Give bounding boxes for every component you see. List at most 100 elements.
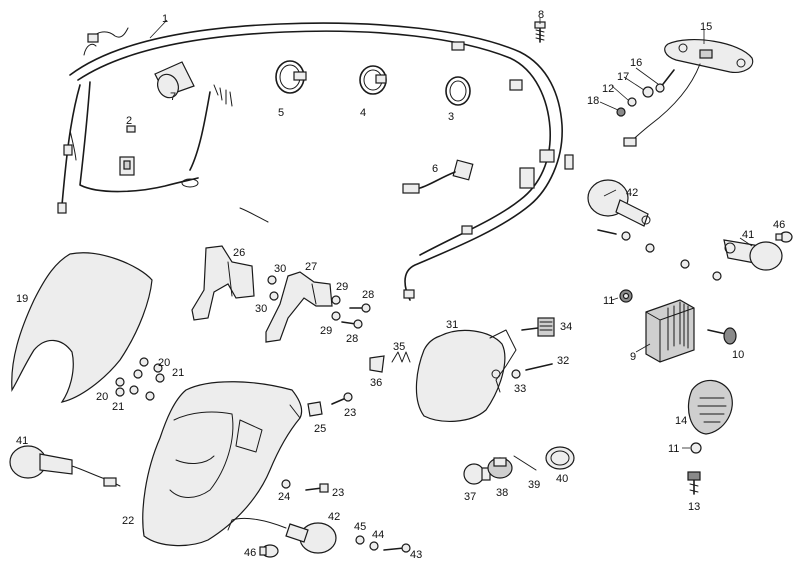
label-28-upper: 28 (362, 289, 374, 301)
part-29-washer-a (331, 295, 341, 305)
label-41-front: 41 (16, 435, 28, 447)
label-11-lower: 11 (668, 443, 679, 455)
label-23-lower: 23 (332, 487, 344, 499)
leader-lines (149, 18, 753, 449)
part-18-nut (616, 107, 626, 117)
label-18: 18 (587, 95, 599, 107)
label-21-lower: 21 (112, 401, 124, 413)
label-36: 36 (370, 377, 382, 389)
part-26-bracket (191, 245, 255, 321)
label-2: 2 (126, 115, 132, 127)
part-34-adjuster (521, 317, 555, 337)
part-39-cable (513, 455, 537, 471)
part-30-washer-b (269, 291, 279, 301)
label-19: 19 (16, 293, 28, 305)
plate-light-connector (623, 137, 637, 147)
part-38-bulb-holder (487, 457, 513, 479)
label-31: 31 (446, 319, 458, 331)
part-22-front-fairing (142, 381, 303, 547)
part-43-screw (383, 543, 411, 553)
part-10-screw (707, 327, 737, 345)
part-8-screw (534, 21, 546, 43)
part-37-bulb (463, 463, 491, 485)
label-30-upper: 30 (274, 263, 286, 275)
label-24: 24 (278, 491, 290, 503)
label-29-upper: 29 (336, 281, 348, 293)
label-39: 39 (528, 479, 540, 491)
label-30-lower: 30 (255, 303, 267, 315)
part-7-sleeve (154, 61, 195, 99)
part-23-screw-a (331, 392, 353, 405)
part-28-screw-b (341, 319, 363, 329)
part-41-turn-signal-front (9, 445, 121, 487)
parts-20-21-washers (115, 357, 165, 401)
part-40-cap (545, 446, 575, 470)
label-41-rear: 41 (742, 229, 754, 241)
label-29-lower: 29 (320, 325, 332, 337)
label-45: 45 (354, 521, 366, 533)
label-27: 27 (305, 261, 317, 273)
label-32: 32 (557, 355, 569, 367)
label-46-rear: 46 (773, 219, 785, 231)
part-1-wiring-harness (57, 22, 574, 301)
label-43: 43 (410, 549, 422, 561)
part-4-clamp (359, 65, 387, 95)
turn-signal-fasteners (597, 229, 722, 281)
part-30-washer-a (267, 275, 277, 285)
label-33: 33 (514, 383, 526, 395)
part-44-washer (369, 541, 379, 551)
label-3: 3 (448, 111, 454, 123)
part-17-washer (642, 86, 654, 98)
part-2-connector (126, 125, 136, 133)
label-26: 26 (233, 247, 245, 259)
label-37: 37 (464, 491, 476, 503)
part-46-bulb-front (259, 544, 279, 558)
part-33-washer (511, 369, 521, 379)
label-20-lower: 20 (96, 391, 108, 403)
label-17: 17 (617, 71, 629, 83)
part-32-screw (525, 363, 553, 371)
part-24-washer (281, 479, 291, 489)
label-35: 35 (393, 341, 405, 353)
label-4: 4 (360, 107, 366, 119)
label-1: 1 (162, 13, 168, 25)
part-3-clamp (445, 76, 471, 106)
label-28-lower: 28 (346, 333, 358, 345)
label-15: 15 (700, 21, 712, 33)
label-22: 22 (122, 515, 134, 527)
label-8: 8 (538, 9, 544, 21)
part-29-washer-b (331, 311, 341, 321)
label-14: 14 (675, 415, 687, 427)
part-46-bulb (775, 231, 793, 243)
label-11-upper: 11 (603, 295, 614, 307)
label-44: 44 (372, 529, 384, 541)
part-28-screw-a (349, 303, 371, 313)
part-42-turn-signal-front (227, 517, 337, 554)
part-45-washer (355, 535, 365, 545)
callout-labels: 1 2 3 4 5 6 7 8 9 10 11 11 12 13 14 15 1… (16, 9, 785, 561)
label-25: 25 (314, 423, 326, 435)
part-13-screw (687, 471, 701, 495)
part-19-windscreen (11, 252, 153, 403)
part-5-clamp (275, 60, 307, 94)
label-16: 16 (630, 57, 642, 69)
label-7: 7 (170, 91, 176, 103)
label-9: 9 (630, 351, 636, 363)
label-46-front: 46 (244, 547, 256, 559)
label-5: 5 (278, 107, 284, 119)
label-23-upper: 23 (344, 407, 356, 419)
label-34: 34 (560, 321, 572, 333)
plate-light-cable (629, 63, 701, 143)
part-11-nut (619, 289, 633, 303)
part-6-cable (402, 159, 474, 194)
part-27-bracket (265, 271, 333, 343)
part-14-horn (687, 379, 733, 435)
part-12-washer (627, 97, 637, 107)
part-15-plate-light (664, 38, 754, 73)
label-6: 6 (432, 163, 438, 175)
part-41-turn-signal (723, 239, 783, 271)
label-42-rear: 42 (626, 187, 638, 199)
label-13: 13 (688, 501, 700, 513)
